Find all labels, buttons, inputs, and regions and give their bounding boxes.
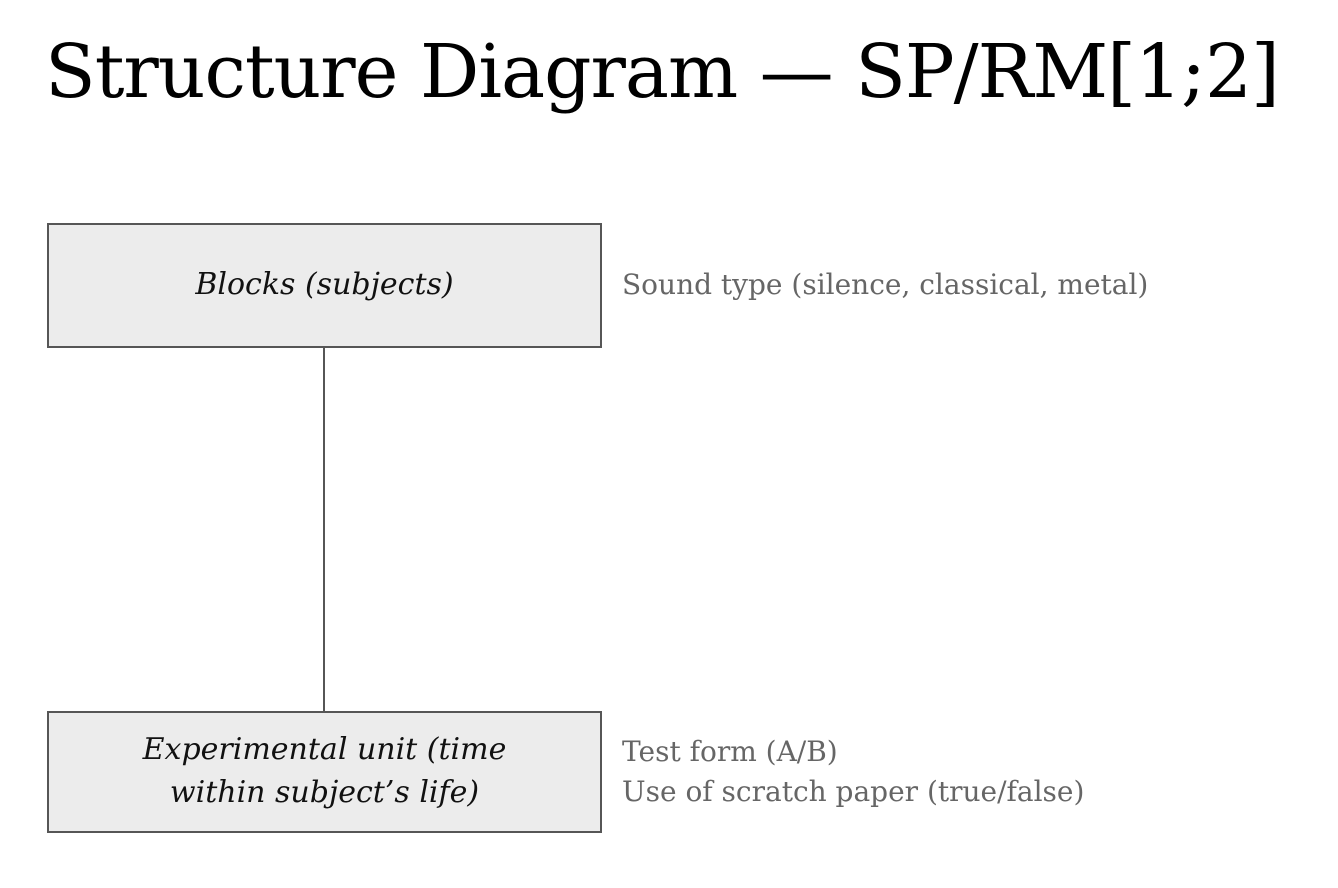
page-title: Structure Diagram — SP/RM[1;2] bbox=[45, 29, 1280, 115]
factor-test-form: Test form (A/B) bbox=[622, 734, 838, 768]
node-experimental-unit-label-line-2: within subject’s life) bbox=[169, 775, 480, 810]
node-blocks-box: Blocks (subjects) bbox=[47, 223, 602, 348]
experimental-unit-factor-notes: Test form (A/B) Use of scratch paper (tr… bbox=[622, 711, 1322, 833]
node-experimental-unit-box: Experimental unit (time within subject’s… bbox=[47, 711, 602, 833]
factor-scratch-paper: Use of scratch paper (true/false) bbox=[622, 775, 1085, 808]
blocks-factor-notes: Sound type (silence, classical, metal) bbox=[622, 223, 1322, 348]
factor-sound-type: Sound type (silence, classical, metal) bbox=[622, 268, 1149, 302]
block-to-unit-connector-line bbox=[323, 348, 325, 711]
node-blocks-label: Blocks (subjects) bbox=[195, 267, 454, 303]
node-experimental-unit-label-line-1: Experimental unit (time bbox=[142, 732, 507, 768]
